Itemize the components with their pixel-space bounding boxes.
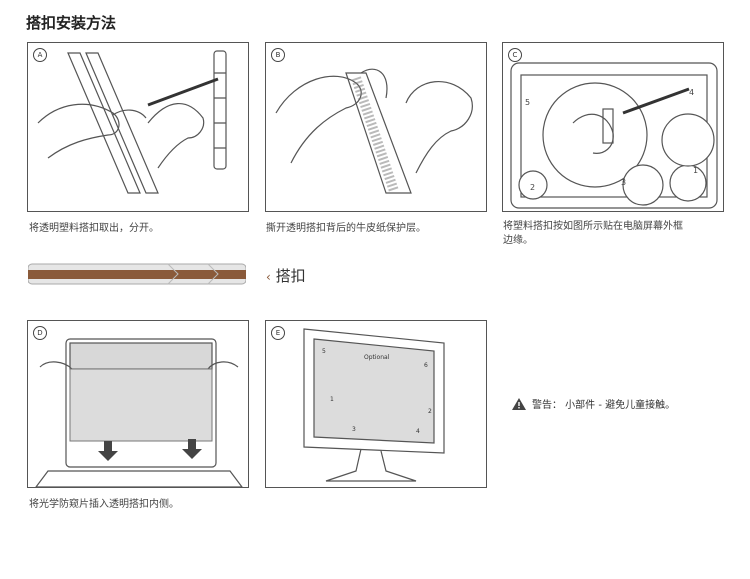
panel-c: C 5 4 2 3 1 xyxy=(502,42,724,212)
panel-c-badge: C xyxy=(508,48,522,62)
panel-a-caption: 将透明塑料搭扣取出，分开。 xyxy=(29,223,159,234)
panel-e-number-4: 4 xyxy=(416,428,420,435)
panel-e-number-2: 2 xyxy=(428,408,432,415)
panel-e-optional: Optional xyxy=(364,354,390,361)
panel-b: B xyxy=(265,42,487,212)
panel-a-badge: A xyxy=(33,48,47,62)
panel-e-number-1: 1 xyxy=(330,396,334,403)
warning-note: 警告： 小部件 - 避免儿童接触。 xyxy=(512,396,675,411)
panel-c-caption: 将塑料搭扣按如图所示贴在电脑屏幕外框 边缘。 xyxy=(503,220,683,248)
panel-e: E Optional 5 6 1 2 3 4 xyxy=(265,320,487,488)
panel-d-caption: 将光学防窥片插入透明搭扣内侧。 xyxy=(29,499,179,510)
panel-c-illustration: 5 4 2 3 1 xyxy=(510,62,718,209)
panel-e-number-3: 3 xyxy=(352,426,356,433)
panel-c-number-5: 5 xyxy=(525,98,530,107)
panel-c-number-4: 4 xyxy=(689,88,694,97)
panel-b-illustration xyxy=(275,68,473,194)
panel-e-number-5: 5 xyxy=(322,348,326,355)
panel-d: D xyxy=(27,320,249,488)
clasp-label: ‹ 搭扣 xyxy=(266,265,306,286)
panel-a: A xyxy=(27,42,249,212)
chevron-left-icon: ‹ xyxy=(266,270,271,284)
panel-c-number-1: 1 xyxy=(693,166,698,175)
clasp-strip xyxy=(28,263,246,285)
panel-e-number-6: 6 xyxy=(424,362,428,369)
panel-c-number-2: 2 xyxy=(530,183,535,192)
clasp-label-text: 搭扣 xyxy=(275,267,306,285)
panel-c-caption-line2: 边缘。 xyxy=(503,235,533,246)
panel-e-badge: E xyxy=(271,326,285,340)
warning-icon xyxy=(512,397,526,410)
panel-d-badge: D xyxy=(33,326,47,340)
panel-b-badge: B xyxy=(271,48,285,62)
warning-text: 警告： 小部件 - 避免儿童接触。 xyxy=(532,400,676,411)
panel-b-caption: 撕开透明搭扣背后的牛皮纸保护层。 xyxy=(266,223,426,234)
page-title: 搭扣安装方法 xyxy=(26,14,117,32)
panel-c-caption-line1: 将塑料搭扣按如图所示贴在电脑屏幕外框 xyxy=(503,221,683,232)
panel-d-illustration xyxy=(35,338,243,487)
panel-c-number-3: 3 xyxy=(621,178,626,187)
panel-a-illustration xyxy=(37,50,227,194)
panel-e-illustration: Optional 5 6 1 2 3 4 xyxy=(303,328,445,482)
